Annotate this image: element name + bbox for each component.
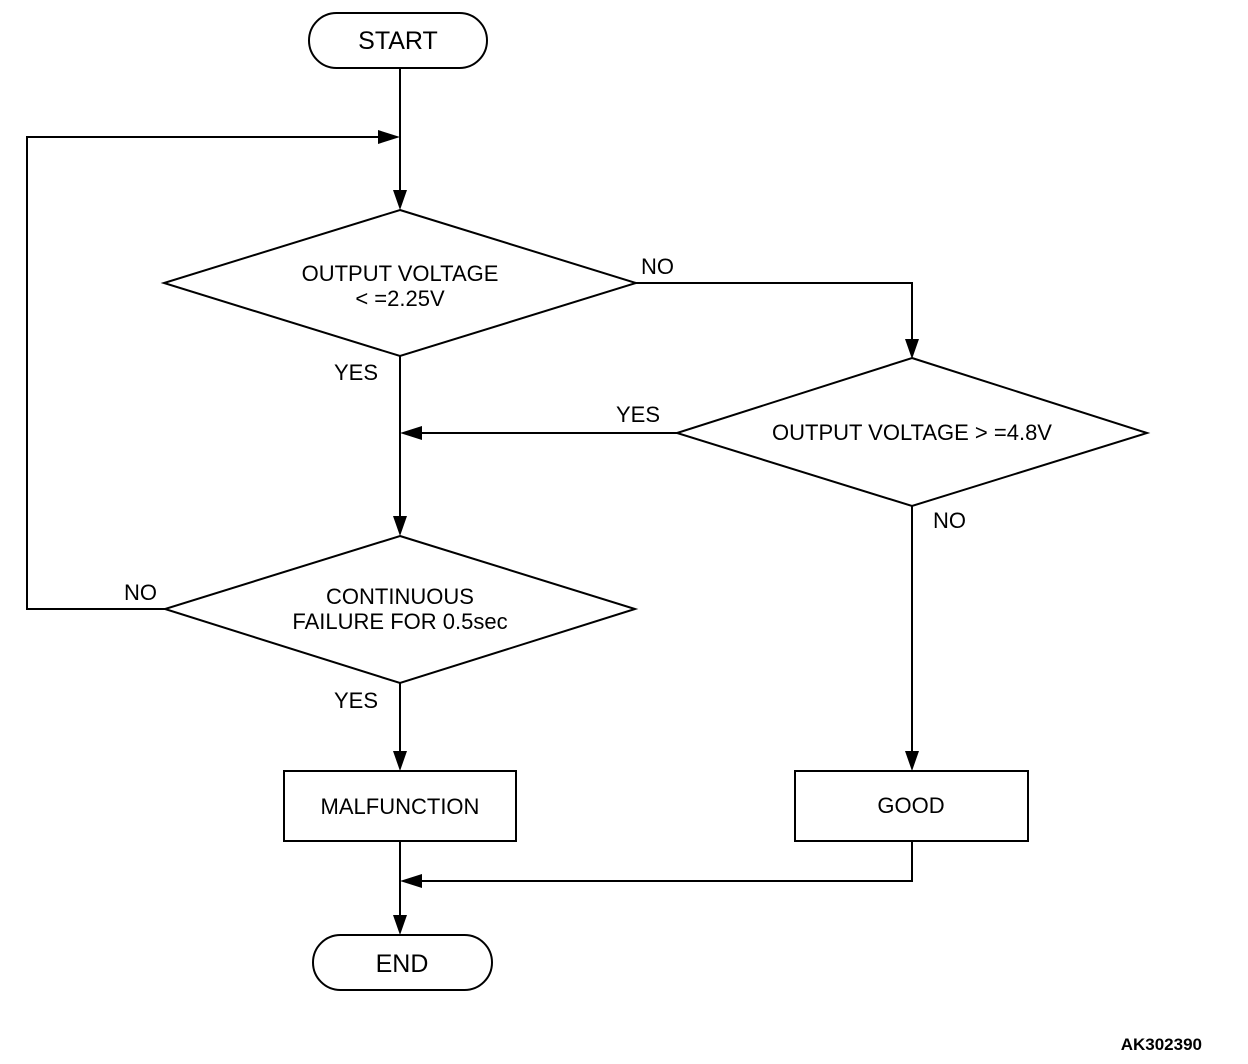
end-terminal [312, 934, 493, 991]
arrowhead-left-high-yes [400, 426, 422, 440]
end-label: END [376, 950, 429, 978]
decision-continuous-diamond [161, 534, 639, 685]
decision-low-no-label: NO [641, 254, 674, 279]
good-label: GOOD [877, 793, 944, 818]
arrowhead-down-decision-low [393, 190, 407, 210]
decision-low-line2: < =2.25V [355, 286, 445, 311]
start-terminal [308, 12, 488, 69]
arrowhead-down-good [905, 751, 919, 771]
decision-high-line1: OUTPUT VOLTAGE > =4.8V [772, 420, 1052, 445]
arrowhead-down-decision-high [905, 339, 919, 359]
decision-continuous-yes-label: YES [334, 688, 378, 713]
decision-low-yes-label: YES [334, 360, 378, 385]
arrowhead-down-end [393, 915, 407, 935]
decision-high-yes-label: YES [616, 402, 660, 427]
figure-code: AK302390 [1121, 1035, 1202, 1054]
decision-high-diamond [673, 356, 1151, 508]
decision-continuous-no-label: NO [124, 580, 157, 605]
good-box [794, 770, 1029, 842]
arrowhead-right-loop [378, 130, 400, 144]
arrowhead-down-malfunction [393, 751, 407, 771]
connector-decision-low-no [636, 282, 913, 341]
malfunction-label: MALFUNCTION [321, 794, 480, 819]
decision-low-line1: OUTPUT VOLTAGE [302, 261, 499, 286]
decision-low-diamond [160, 208, 640, 358]
connector-continuous-no-loop [26, 136, 380, 610]
decision-continuous-line1: CONTINUOUS [326, 584, 474, 609]
arrowhead-left-good-merge [400, 874, 422, 888]
start-label: START [358, 27, 438, 55]
decision-continuous-line2: FAILURE FOR 0.5sec [292, 609, 507, 634]
connector-good-to-merge [418, 841, 913, 882]
arrowhead-down-continuous [393, 516, 407, 536]
malfunction-box [283, 770, 517, 842]
decision-high-no-label: NO [933, 508, 966, 533]
